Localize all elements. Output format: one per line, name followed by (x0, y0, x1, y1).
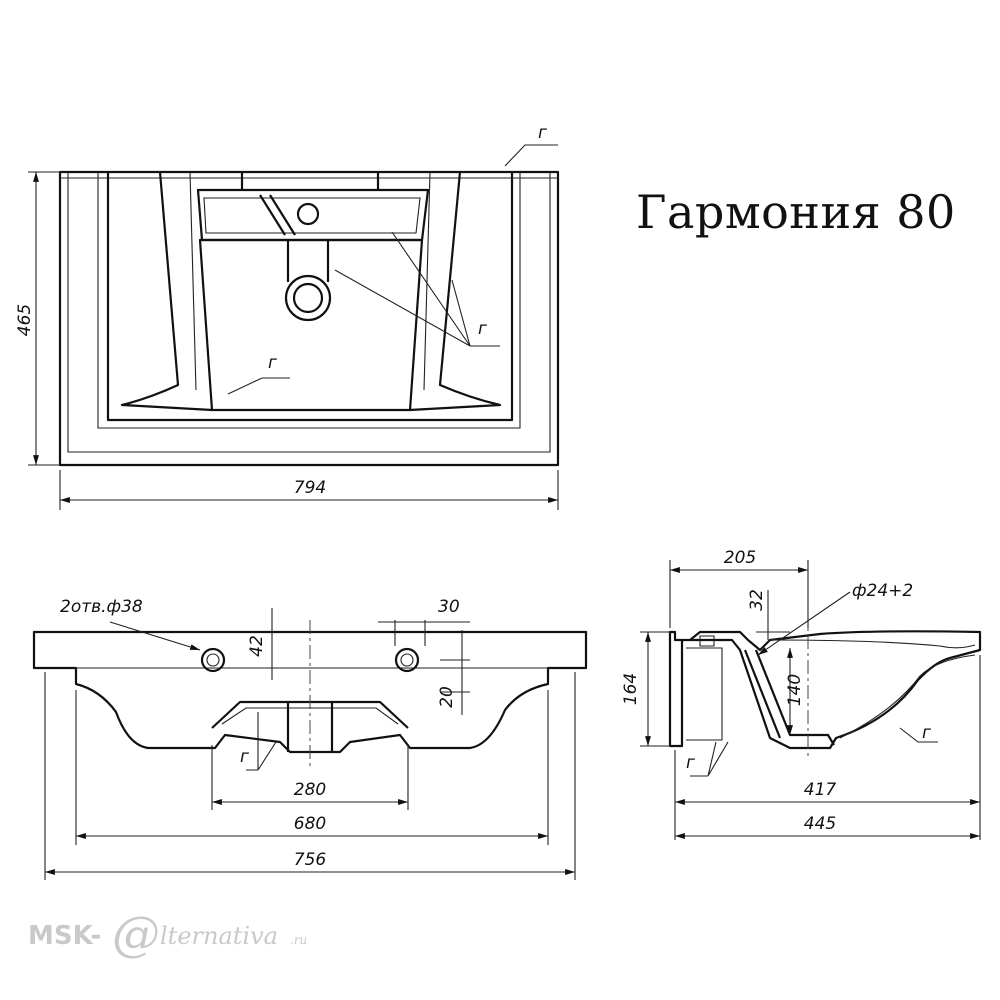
product-title: Гармония 80 (636, 185, 956, 239)
label-g-front: г (240, 747, 249, 767)
label-drain: ф24+2 (852, 581, 913, 601)
top-left-wing (120, 171, 213, 412)
ext-32 (756, 590, 790, 640)
ext-680 (75, 690, 549, 845)
ext-445 (674, 655, 981, 840)
front-outline (32, 630, 588, 754)
top-right-wing (409, 171, 502, 412)
watermark-at: @ (112, 906, 160, 962)
dim-445: 445 (804, 814, 836, 834)
top-right-wing-line (423, 171, 431, 391)
leader-side-g2 (899, 727, 938, 743)
drain-outer (284, 274, 332, 322)
drain-inner (292, 282, 324, 314)
watermark-rest: lternativa (160, 922, 278, 950)
dim-164: 164 (621, 673, 641, 705)
dim-32: 32 (747, 589, 767, 611)
leader-front-g (246, 712, 277, 771)
front-view (32, 608, 588, 880)
watermark-domain: .ru (290, 933, 307, 947)
top-bowl-edge (106, 172, 514, 422)
ext-794 (59, 470, 559, 510)
ext-20 (440, 630, 470, 715)
front-hole-left-inner (206, 653, 220, 667)
faucet-hole (296, 202, 320, 226)
watermark-brand: MSK- (28, 921, 101, 951)
top-overflow-slot (259, 194, 296, 236)
ext-30 (378, 620, 470, 646)
top-left-wing-line (189, 171, 197, 391)
dim-680: 680 (294, 814, 326, 834)
label-g-side2: г (922, 723, 931, 743)
drain-channel (286, 240, 330, 282)
top-basin (198, 238, 424, 412)
dim-30: 30 (438, 597, 460, 617)
dim-417: 417 (804, 780, 837, 800)
label-g-top: г (538, 123, 547, 143)
label-holes: 2отв.ф38 (60, 597, 143, 617)
top-plate-stubs (240, 172, 380, 190)
watermark-logo: MSK- @ lternativa .ru (28, 906, 307, 962)
top-outer-outline (58, 170, 560, 467)
ext-756 (44, 672, 576, 880)
leader-g3 (227, 377, 290, 395)
dim-140: 140 (785, 674, 805, 706)
leader-side-g1 (690, 741, 729, 777)
top-inner-rim-2 (97, 172, 521, 429)
dim-42: 42 (247, 635, 267, 657)
side-front-curve (839, 654, 976, 739)
side-back-wall (686, 647, 723, 741)
label-g-left: г (268, 353, 277, 373)
dim-20: 20 (437, 686, 457, 708)
top-faucet-plate (196, 188, 430, 242)
side-view (640, 560, 982, 840)
leader-drain (757, 591, 851, 656)
dim-756: 756 (294, 850, 327, 870)
front-hole-right (394, 647, 420, 673)
dim-280: 280 (294, 780, 326, 800)
front-drain (286, 702, 334, 752)
dim-794: 794 (294, 478, 326, 498)
dim-205: 205 (724, 548, 756, 568)
top-view (28, 144, 560, 510)
side-outline (668, 630, 982, 750)
top-faucet-plate-inner (203, 197, 421, 234)
front-hole-right-inner (400, 653, 414, 667)
leader-g1 (504, 144, 558, 167)
side-rim-top (769, 639, 976, 649)
label-g-side1: г (686, 753, 695, 773)
dim-465: 465 (15, 304, 35, 336)
top-inner-rim (67, 172, 551, 453)
leader-g2 (334, 231, 500, 347)
front-basin-inner (221, 707, 399, 725)
leader-holes (109, 621, 201, 651)
front-hole-left (200, 647, 226, 673)
ext-164 (640, 631, 670, 747)
side-bowl-wall (743, 649, 835, 746)
side-ledge (699, 635, 715, 647)
label-g-right: г (478, 319, 487, 339)
